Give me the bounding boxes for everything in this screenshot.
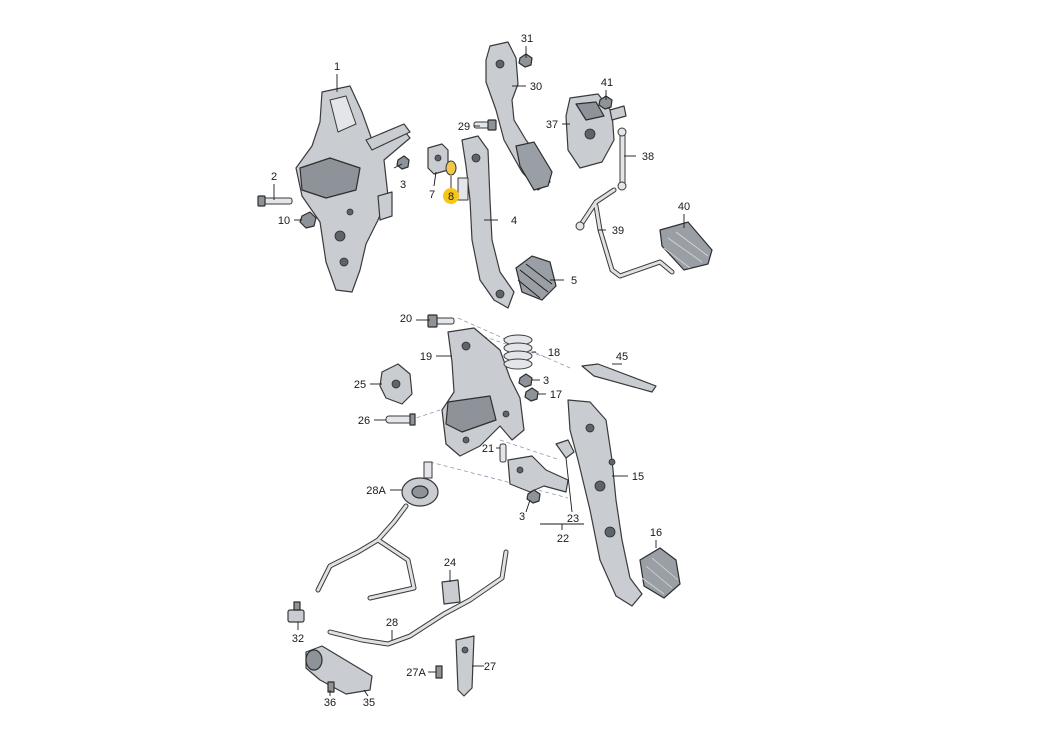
pedal-pad-16 (639, 547, 681, 599)
highlight-marker-8 (443, 188, 459, 204)
slave-cylinder-35 (305, 645, 373, 695)
label-21: 21 (482, 443, 494, 455)
label-26: 26 (358, 415, 370, 427)
pedal-module-37 (565, 93, 627, 169)
label-29: 29 (458, 121, 470, 133)
label-5: 5 (571, 275, 577, 287)
label-4: 4 (511, 215, 517, 227)
bracket-27 (455, 635, 475, 697)
bracket-7 (427, 143, 449, 175)
nut-3-middle (518, 373, 533, 388)
label-31: 31 (521, 33, 533, 45)
nut-17 (524, 387, 539, 402)
pedal-pad-5 (515, 255, 557, 301)
nut-31 (518, 53, 533, 68)
label-30: 30 (530, 81, 542, 93)
label-3-middle: 3 (543, 375, 549, 387)
label-7: 7 (429, 189, 435, 201)
clutch-bracket-19 (441, 327, 525, 457)
label-20: 20 (400, 313, 412, 325)
label-17: 17 (550, 389, 562, 401)
clip-24 (441, 579, 461, 605)
clip-23 (555, 439, 575, 459)
bolt-21 (499, 443, 507, 463)
guide-45 (581, 363, 657, 393)
connector-32 (287, 601, 305, 623)
label-27: 27 (484, 661, 496, 673)
bolt-27a (435, 665, 443, 679)
bolt-2 (257, 195, 293, 207)
label-28: 28 (386, 617, 398, 629)
lever-39 (575, 187, 675, 279)
label-19: 19 (420, 351, 432, 363)
pedal-pad-40 (659, 221, 713, 271)
buffer-25 (379, 363, 413, 405)
label-22: 22 (557, 533, 569, 545)
master-cylinder (507, 455, 569, 493)
bolt-29 (473, 119, 497, 131)
label-16: 16 (650, 527, 662, 539)
nut-3-lower (526, 489, 541, 504)
label-8: 8 (448, 191, 454, 203)
label-3-lower: 3 (519, 511, 525, 523)
part-labels: 1 2 3 4 5 7 8 10 29 30 31 37 38 39 40 41… (271, 33, 690, 709)
label-23: 23 (567, 513, 579, 525)
bushing-8 (445, 160, 457, 176)
label-32: 32 (292, 633, 304, 645)
label-37: 37 (546, 119, 558, 131)
label-28a: 28A (366, 485, 386, 497)
pipe-28a (315, 503, 417, 601)
pin-26 (385, 413, 416, 426)
bolt-36 (327, 681, 335, 693)
label-35: 35 (363, 697, 375, 709)
label-24: 24 (444, 557, 456, 569)
slave-cylinder-28a (401, 461, 439, 507)
nut-10 (299, 211, 317, 229)
pipe-28 (327, 549, 509, 647)
leader-lines (273, 46, 685, 697)
label-40: 40 (678, 201, 690, 213)
label-18: 18 (548, 347, 560, 359)
label-36: 36 (324, 697, 336, 709)
label-41: 41 (601, 77, 613, 89)
spring-18 (503, 334, 533, 370)
label-10: 10 (278, 215, 290, 227)
nut-3-upper (396, 155, 410, 170)
label-25: 25 (354, 379, 366, 391)
rod-38 (617, 127, 627, 191)
accelerator-pedal-30 (485, 41, 553, 191)
pedal-bracket (295, 85, 411, 293)
label-1: 1 (334, 61, 340, 73)
label-45: 45 (616, 351, 628, 363)
brake-pedal-arm-4 (457, 135, 515, 309)
bolt-20 (427, 314, 455, 328)
label-38: 38 (642, 151, 654, 163)
label-39: 39 (612, 225, 624, 237)
label-27a: 27A (406, 667, 426, 679)
label-2: 2 (271, 171, 277, 183)
label-3-upper: 3 (400, 179, 406, 191)
clutch-pedal-arm-15 (567, 399, 643, 607)
label-15: 15 (632, 471, 644, 483)
